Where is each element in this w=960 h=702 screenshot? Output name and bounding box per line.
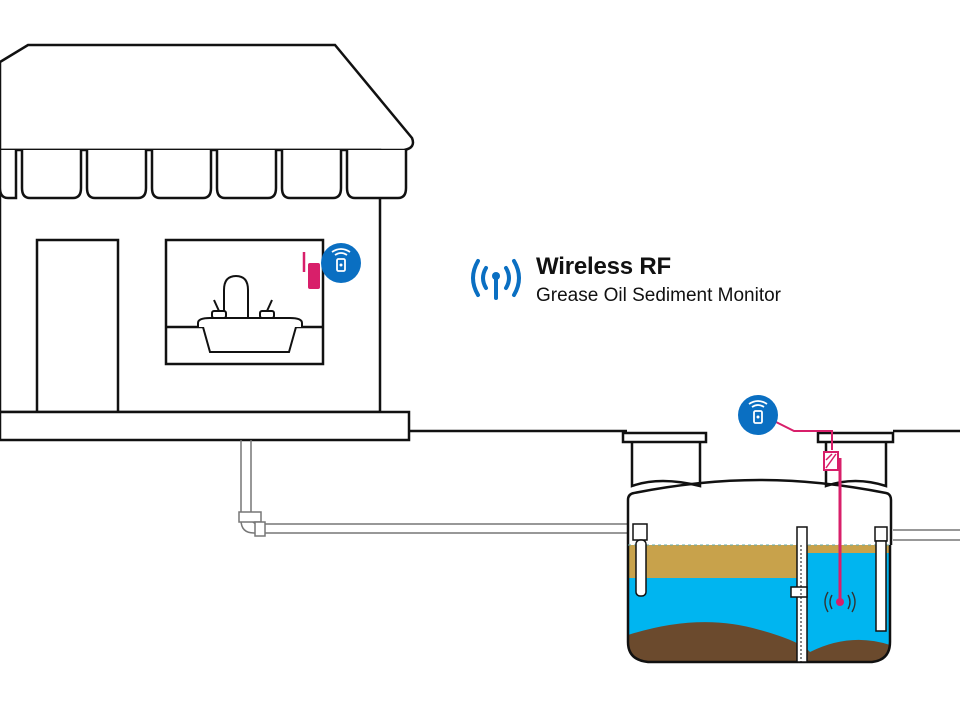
interceptor-tank <box>621 431 895 664</box>
kitchen-sensor <box>302 252 320 289</box>
page-subtitle: Grease Oil Sediment Monitor <box>536 285 781 306</box>
drain-pipe <box>238 440 960 541</box>
sensor-waves-icon <box>824 591 856 613</box>
kitchen-rf-badge-icon <box>321 243 361 283</box>
page-title: Wireless RF <box>536 253 671 280</box>
awning <box>0 150 408 200</box>
tank-sensor <box>775 421 856 613</box>
sediment-layer <box>628 622 890 662</box>
door <box>35 238 120 414</box>
restaurant-building <box>0 43 415 442</box>
foundation-slab <box>0 410 411 442</box>
tank-rf-badge-icon <box>738 395 778 435</box>
wireless-signal-icon <box>471 259 521 300</box>
roof <box>0 43 415 152</box>
sink <box>197 274 303 353</box>
grease-layer <box>628 545 800 578</box>
